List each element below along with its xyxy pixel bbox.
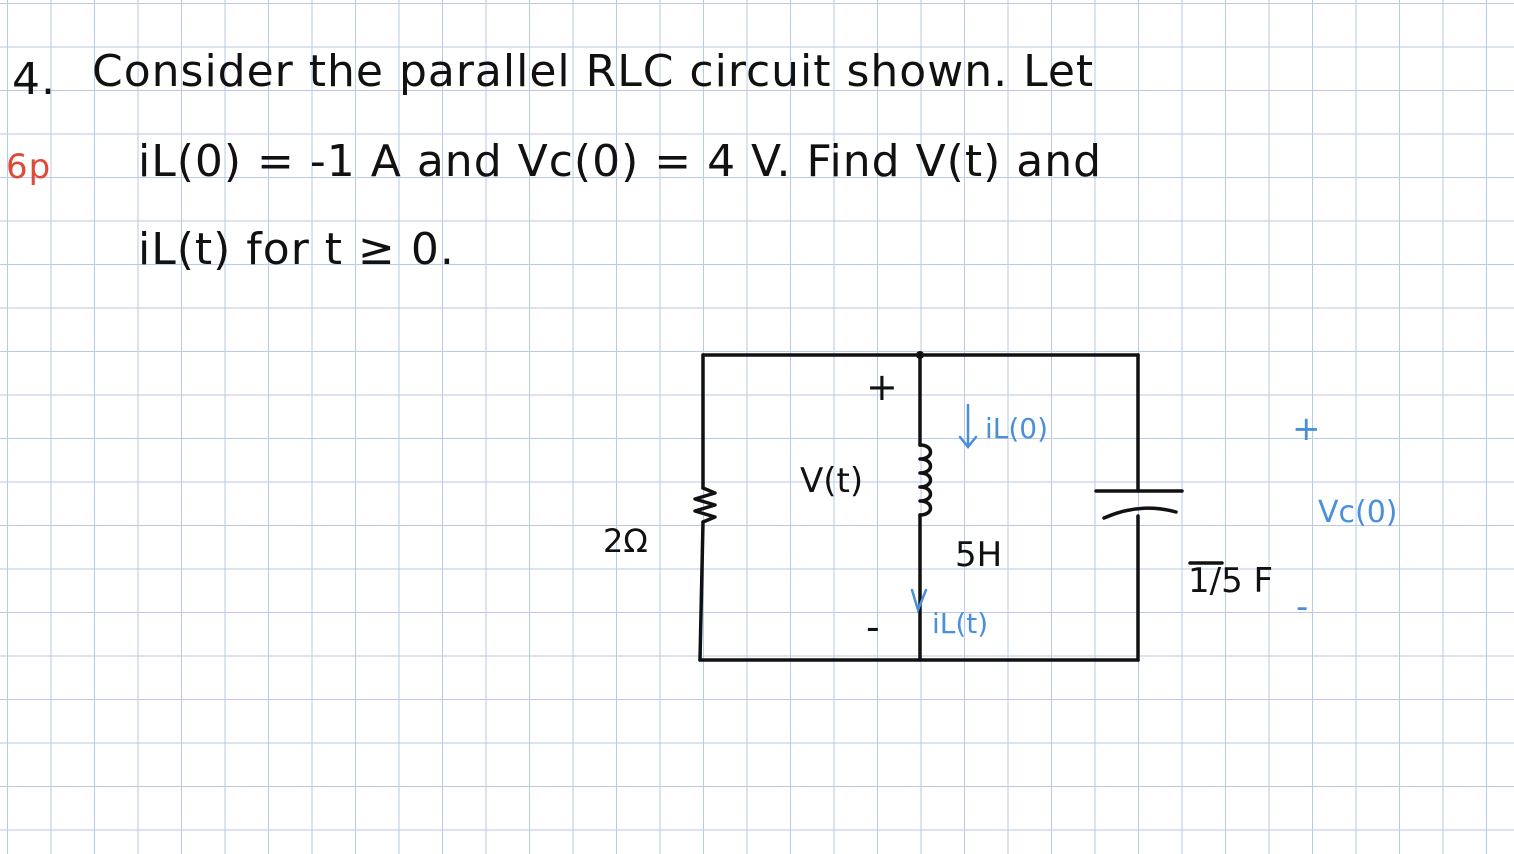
capacitor-plate-bottom xyxy=(1102,506,1178,520)
voltage-label: V(t) xyxy=(800,461,863,501)
left-wire-lower xyxy=(698,520,705,662)
vc0-minus: - xyxy=(1296,587,1308,627)
resistor-symbol xyxy=(693,486,717,524)
ilt-arrow-icon xyxy=(910,588,928,614)
voltage-minus: - xyxy=(866,605,880,649)
resistor-label: 2Ω xyxy=(603,522,648,560)
capacitor-label: 1/5 F xyxy=(1188,561,1273,601)
inductor-symbol xyxy=(918,443,933,517)
il0-label: iL(0) xyxy=(985,412,1048,445)
vc0-label: Vc(0) xyxy=(1318,495,1398,530)
top-node-dot xyxy=(916,351,924,359)
vc0-plus: + xyxy=(1292,409,1321,449)
il0-arrow-icon xyxy=(958,403,978,450)
problem-line-1: Consider the parallel RLC circuit shown.… xyxy=(92,46,1095,97)
problem-line-2: iL(0) = -1 A and Vc(0) = 4 V. Find V(t) … xyxy=(138,136,1103,187)
points-label: 6p xyxy=(6,147,52,187)
problem-line-3: iL(t) for t ≥ 0. xyxy=(138,224,455,275)
ilt-label: iL(t) xyxy=(932,607,988,640)
voltage-plus: + xyxy=(866,365,898,409)
inductor-label: 5H xyxy=(955,535,1002,575)
problem-number: 4. xyxy=(12,54,56,105)
